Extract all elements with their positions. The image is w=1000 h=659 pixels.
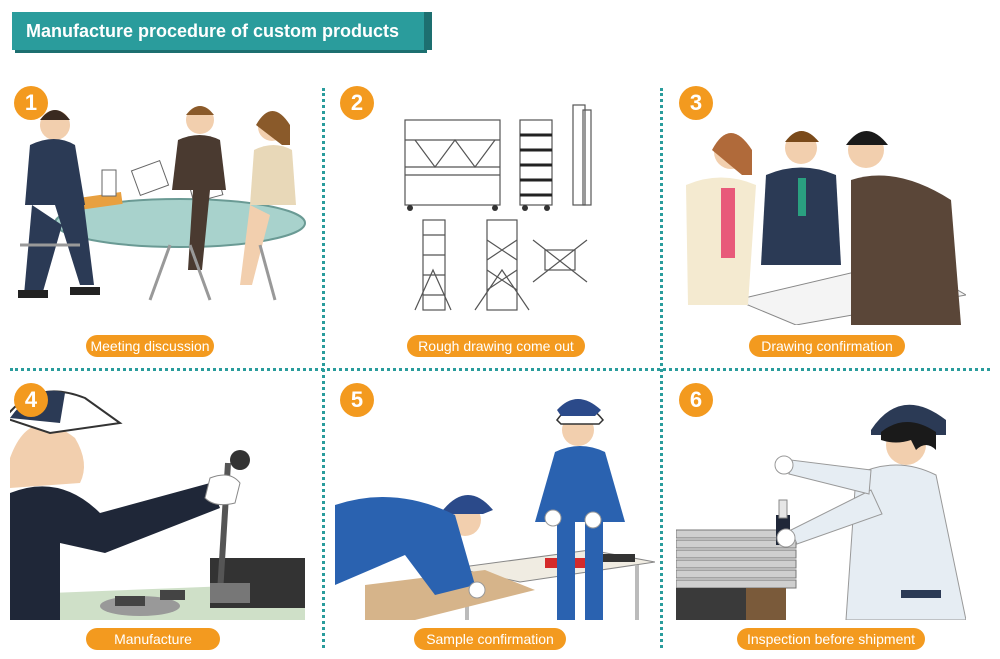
step-number-badge: 3 <box>679 86 713 120</box>
page-title: Manufacture procedure of custom products <box>12 12 432 50</box>
step-number-badge: 5 <box>340 383 374 417</box>
step-label: Manufacture <box>86 628 220 650</box>
step-number-badge: 1 <box>14 86 48 120</box>
inspection-illustration <box>676 404 966 620</box>
sample-illustration <box>335 399 655 620</box>
step-number-badge: 4 <box>14 383 48 417</box>
meeting-illustration <box>18 106 306 301</box>
confirmation-illustration <box>686 131 966 325</box>
manufacture-illustration <box>10 390 305 620</box>
row-divider <box>10 368 990 371</box>
step-label: Rough drawing come out <box>407 335 585 357</box>
step-number-badge: 2 <box>340 86 374 120</box>
step-label: Drawing confirmation <box>749 335 905 357</box>
step-number-badge: 6 <box>679 383 713 417</box>
drawing-illustration <box>404 104 592 311</box>
step-label: Inspection before shipment <box>737 628 925 650</box>
step-label: Sample confirmation <box>414 628 566 650</box>
step-label: Meeting discussion <box>86 335 214 357</box>
